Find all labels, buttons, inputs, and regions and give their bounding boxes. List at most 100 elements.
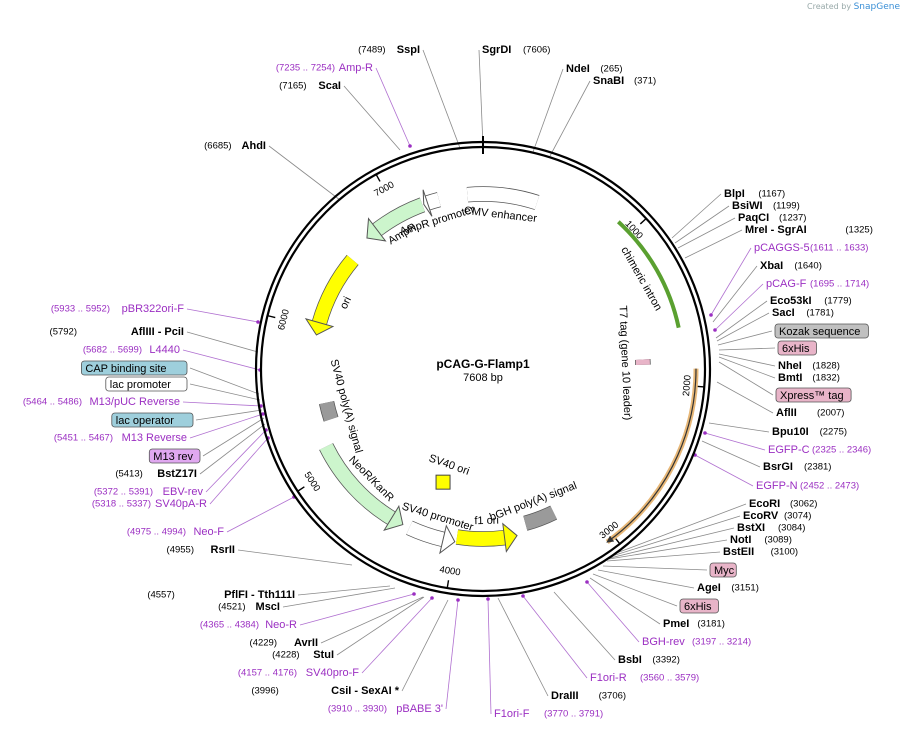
leader-line — [704, 432, 766, 451]
leader-line — [209, 437, 269, 505]
plasmid-name: pCAG-G-Flamp1 — [436, 357, 530, 371]
primer-site-mark — [709, 313, 713, 317]
enzyme-label: BstZ17I(5413) — [115, 468, 197, 480]
label-position: (7165) — [279, 81, 306, 92]
label-position: (3074) — [784, 511, 811, 522]
primer-site-mark — [521, 594, 525, 598]
feature-tag-label: 6xHis — [777, 340, 817, 356]
label-name: EcoRI — [749, 498, 780, 510]
label-position: (4228) — [272, 650, 299, 661]
leader-line — [522, 595, 588, 679]
label-name: BmtI — [778, 372, 802, 384]
enzyme-label: AvrII(4229) — [250, 637, 318, 649]
leader-line — [422, 49, 461, 149]
label-position: (2381) — [804, 462, 831, 473]
leader-line — [182, 349, 261, 371]
tick-mark — [446, 580, 450, 589]
leader-line — [710, 247, 752, 316]
enzyme-label: AhdI(6685) — [204, 140, 266, 152]
tick-mark — [375, 174, 381, 182]
plasmid-size: 7608 bp — [463, 372, 503, 384]
label-name: PaqCI — [738, 212, 769, 224]
leader-line — [361, 597, 433, 674]
feature-body — [523, 506, 557, 531]
leader-line — [608, 539, 728, 560]
leader-line — [320, 596, 424, 644]
primer-label: Neo-F(4975 .. 4994) — [127, 526, 224, 538]
leader-line — [343, 85, 401, 151]
primer-label: Neo-R(4365 .. 4384) — [200, 619, 297, 631]
leader-line — [189, 367, 260, 395]
enzyme-label: NdeI(265) — [566, 63, 623, 75]
tick-label: 2000 — [681, 375, 694, 397]
label-position: (1199) — [773, 201, 800, 212]
label-text: lac promoter — [110, 379, 171, 391]
tick-label: 4000 — [439, 564, 462, 578]
enzyme-label: PmeI(3181) — [663, 618, 725, 630]
label-name: NheI — [778, 360, 802, 372]
feature-body — [372, 198, 425, 236]
sv40-ori-box — [435, 474, 451, 490]
enzyme-label: MreI - SgrAI(1325) — [745, 224, 873, 236]
label-box — [81, 360, 188, 376]
feature-tag-label: lac promoter — [105, 376, 188, 392]
label-name: PmeI — [663, 618, 689, 630]
feature-tag-label: Myc — [709, 562, 737, 578]
primer-label: BGH-rev(3197 .. 3214) — [642, 636, 751, 648]
label-position: (3197 .. 3214) — [692, 637, 751, 648]
label-position: (1781) — [806, 308, 833, 319]
enzyme-label: SgrDI(7606) — [482, 44, 550, 56]
feature-tag-label: Xpress™ tag — [775, 387, 852, 403]
label-position: (3770 .. 3791) — [544, 709, 603, 720]
feature-tag-label: lac operator — [111, 412, 194, 428]
label-name: pBR322ori-F — [122, 303, 185, 315]
label-text: lac operator — [116, 415, 174, 427]
leader-line — [282, 587, 396, 608]
leader-line — [195, 409, 263, 421]
feature-tag-label: CAP binding site — [81, 360, 188, 376]
leader-line — [712, 265, 758, 323]
leader-line — [186, 308, 259, 323]
primer-label: SV40pA-R(5318 .. 5337) — [92, 498, 207, 510]
label-name: BstZ17I — [157, 468, 197, 480]
brand-prefix: Created by — [807, 2, 852, 11]
label-name: EcoRV — [743, 510, 779, 522]
leader-line — [237, 549, 353, 566]
feature-intron-arc — [616, 220, 681, 329]
tick-label: 6000 — [276, 308, 292, 331]
label-position: (3084) — [778, 523, 805, 534]
feature-label: f1 ori — [474, 515, 499, 528]
leader-line — [718, 347, 776, 351]
label-position: (2452 .. 2473) — [800, 481, 859, 492]
label-text: Xpress™ tag — [780, 390, 844, 402]
leader-line — [268, 145, 341, 201]
label-name: BsbI — [618, 654, 642, 666]
label-name: MreI - SgrAI — [745, 224, 807, 236]
label-name: AflIII - PciI — [131, 326, 184, 338]
label-box — [148, 448, 201, 464]
label-name: BstEII — [723, 546, 754, 558]
primer-label: pCAG-F(1695 .. 1714) — [766, 278, 869, 290]
primer-label: Amp-R(7235 .. 7254) — [276, 62, 373, 74]
leader-line — [497, 597, 549, 697]
feature-tag-label: 6xHis — [679, 598, 719, 614]
feature-tag-label: Kozak sequence — [774, 323, 869, 339]
label-position: (3151) — [731, 583, 758, 594]
primer-label: SV40pro-F(4157 .. 4176) — [238, 667, 359, 679]
label-position: (4557) — [147, 590, 174, 601]
label-position: (3089) — [764, 535, 791, 546]
leader-line — [189, 413, 264, 439]
label-text: CAP binding site — [85, 363, 166, 375]
label-text: Myc — [714, 565, 735, 577]
enzyme-label: EcoRI(3062) — [749, 498, 817, 510]
label-name: RsrII — [211, 544, 235, 556]
leader-line — [205, 429, 267, 493]
label-name: BsiWI — [732, 200, 763, 212]
label-name: CsiI - SexAI * — [331, 685, 400, 697]
primer-label: EGFP-C(2325 .. 2346) — [768, 444, 871, 456]
label-name: SnaBI — [593, 75, 624, 87]
leader-line — [553, 591, 616, 661]
label-position: (4975 .. 4994) — [127, 527, 186, 538]
label-position: (4955) — [167, 545, 194, 556]
